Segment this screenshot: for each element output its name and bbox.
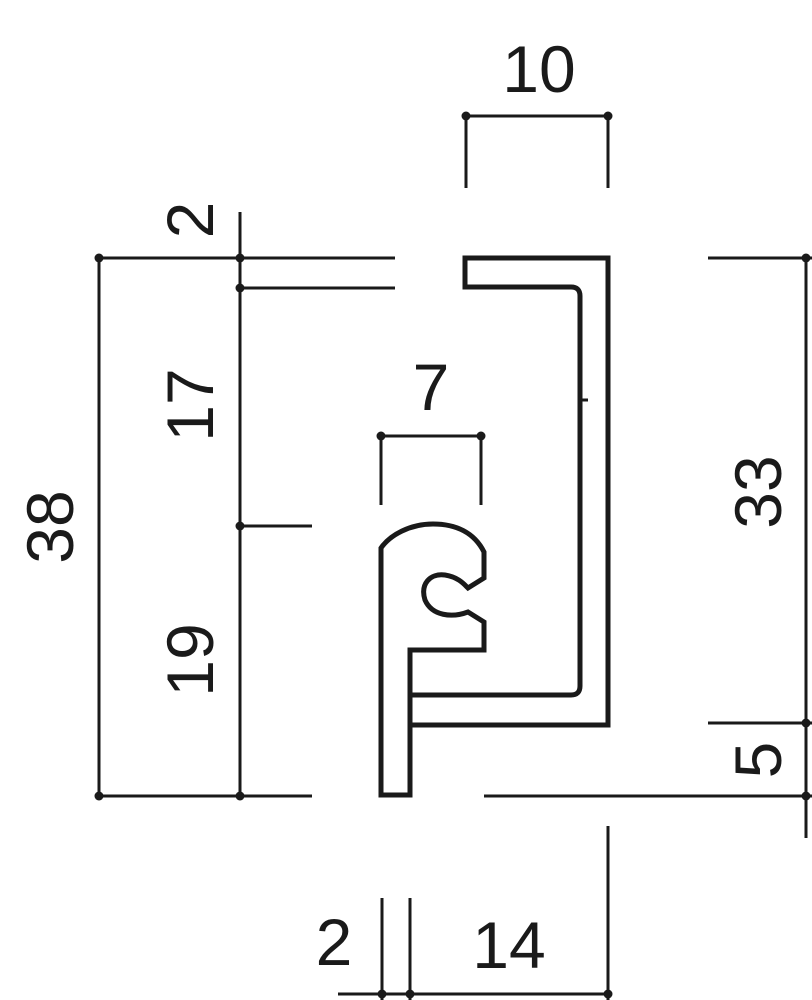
top-width-dimension: 10	[461, 32, 613, 188]
dim-10-label: 10	[502, 32, 575, 106]
dim-bottom-dot-1	[377, 989, 387, 999]
dim-10-dot-left	[461, 111, 471, 121]
dim-7-dot-right	[476, 431, 486, 441]
left-dimensions: 38 2 17 19	[13, 202, 395, 801]
dim-bottom-dot-3	[603, 989, 613, 999]
hook-leg-profile	[378, 521, 487, 798]
dim-38-label: 38	[13, 490, 87, 563]
dim-2-bottom-label: 2	[316, 905, 353, 979]
dim-chain-dot-2	[235, 283, 245, 293]
right-dimensions: 33 5	[484, 253, 812, 838]
dim-7-label: 7	[413, 350, 450, 424]
dim-bottom-dot-2	[405, 989, 415, 999]
dim-chain-dot-3	[235, 521, 245, 531]
dim-10-dot-right	[603, 111, 613, 121]
dim-33-label: 33	[721, 455, 795, 528]
dim-chain-dot-4	[235, 791, 245, 801]
dim-7-dot-left	[376, 431, 386, 441]
hook-width-dimension: 7	[376, 350, 486, 505]
dim-right-dot-2	[801, 718, 811, 728]
dim-5-label: 5	[721, 742, 795, 779]
dim-14-label: 14	[472, 908, 545, 982]
dim-19-label: 19	[153, 623, 227, 696]
profile-section	[378, 255, 611, 798]
dim-38-top-dot	[94, 253, 104, 263]
dim-17-label: 17	[153, 368, 227, 441]
dim-right-dot-3	[801, 791, 811, 801]
dim-chain-dot-1	[235, 253, 245, 263]
dim-38-bottom-dot	[94, 791, 104, 801]
dim-2-top-label: 2	[153, 202, 227, 239]
upper-channel-profile	[407, 255, 611, 728]
dim-right-dot-1	[801, 253, 811, 263]
bottom-dimensions: 2 14	[316, 826, 613, 1000]
